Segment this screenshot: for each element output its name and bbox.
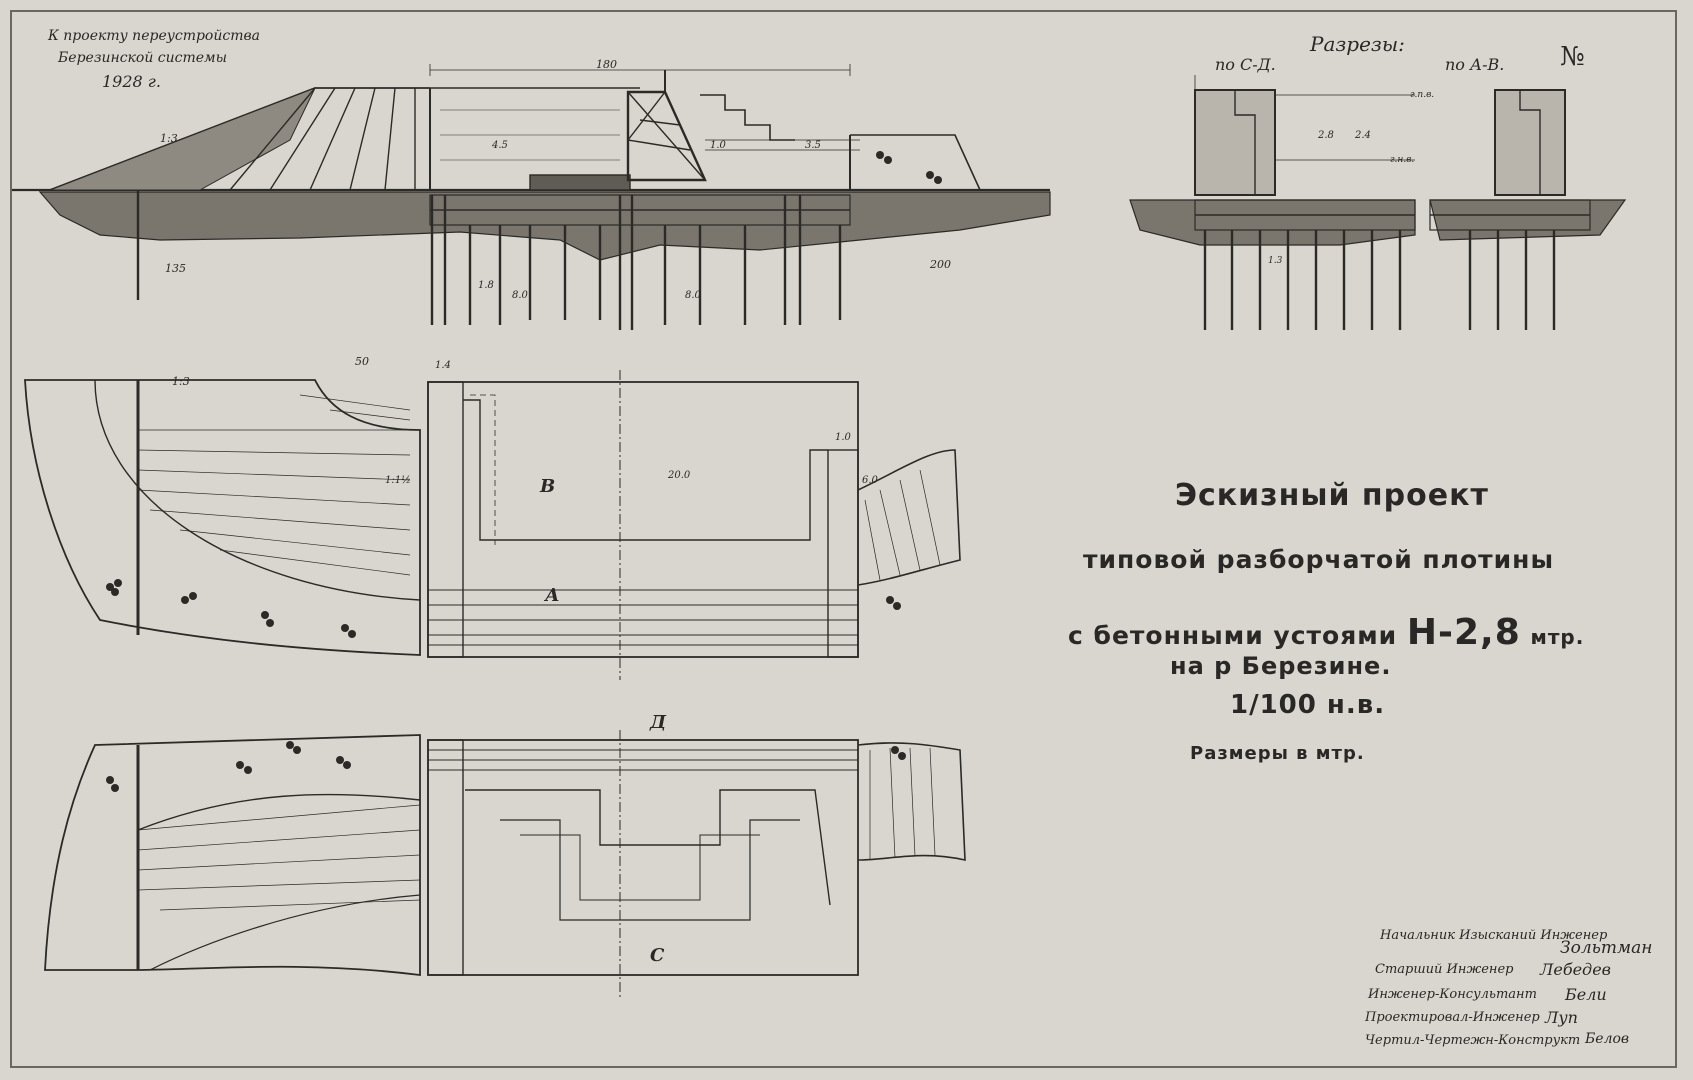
sheet-number-label: № — [1560, 42, 1585, 72]
dim-d14: 1.4 — [435, 360, 451, 371]
signature-role-1: Начальник Изысканий Инженер — [1380, 928, 1608, 943]
signature-name-3: Бели — [1565, 985, 1607, 1004]
dim-d60: 6.0 — [862, 475, 878, 486]
dim-top-length: 180 — [596, 58, 617, 71]
dim-d50: 50 — [355, 355, 369, 368]
signature-role-4: Проектировал-Инженер — [1365, 1010, 1540, 1025]
signature-name-1: Зольтман — [1560, 938, 1653, 958]
dim-d80-left: 8.0 — [512, 290, 528, 301]
signature-role-3: Инженер-Консультант — [1368, 987, 1537, 1002]
title-line3: с бетонными устоями Н-2,8 мтр. — [1068, 612, 1584, 653]
title-line2: типовой разборчатой плотины — [1083, 545, 1555, 574]
dim-d80-right: 8.0 — [685, 290, 701, 301]
dim-d35: 3.5 — [805, 140, 821, 151]
corner-note-year: 1928 г. — [102, 72, 161, 91]
title-scale: 1/100 н.в. — [1230, 690, 1386, 720]
plan-view-upper — [24, 370, 961, 680]
section-mark-b: В — [540, 476, 556, 497]
dim-left-span: 135 — [165, 262, 186, 275]
dim-d13: 1.3 — [1268, 256, 1283, 266]
signature-name-4: Луп — [1545, 1008, 1578, 1027]
section-ab-label: по А-В. — [1445, 55, 1505, 74]
signature-name-2: Лебедев — [1540, 960, 1611, 979]
longitudinal-section — [12, 64, 1051, 330]
dim-d28: 2.8 — [1318, 130, 1334, 141]
dim-slope-plan-right: 1:1½ — [385, 475, 411, 486]
title-units: Размеры в мтр. — [1190, 743, 1365, 764]
label-gnv: г.н.в. — [1390, 155, 1415, 165]
dim-pile-spacing: 1.8 — [478, 280, 494, 291]
dim-d200: 20.0 — [668, 470, 691, 481]
plan-view-lower — [44, 730, 966, 1000]
dim-h45: 4.5 — [492, 140, 508, 151]
sections-title: Разрезы: — [1310, 32, 1405, 56]
sheet-border — [10, 10, 1677, 1068]
signature-role-5: Чертил-Чертежн-Конструкт — [1365, 1033, 1581, 1048]
title-height-value: Н-2,8 — [1406, 612, 1521, 653]
signature-role-2: Старший Инженер — [1375, 962, 1514, 977]
dim-slope-top: 1:3 — [160, 132, 178, 145]
title-height-unit: мтр. — [1530, 625, 1585, 649]
signature-name-5: Белов — [1585, 1031, 1630, 1047]
dim-d10b: 1.0 — [835, 432, 851, 443]
section-mark-d: Д — [650, 712, 667, 733]
dim-slope-plan: 1:3 — [172, 375, 190, 388]
title-line3-prefix: с бетонными устоями — [1068, 621, 1398, 650]
dim-d10: 1.0 — [710, 140, 726, 151]
dim-d24: 2.4 — [1355, 130, 1371, 141]
title-line1: Эскизный проект — [1175, 478, 1489, 513]
section-mark-c: С — [650, 945, 665, 966]
section-cd-label: по С-Д. — [1215, 55, 1276, 74]
corner-note-line1: К проекту переустройства — [48, 28, 260, 44]
label-gpv: г.п.в. — [1410, 90, 1435, 100]
riprap-symbols — [106, 151, 942, 792]
cross-sections — [1129, 75, 1627, 330]
section-mark-a: А — [545, 585, 560, 606]
dim-right-span: 200 — [930, 258, 951, 271]
title-line4: на р Березине. — [1170, 652, 1392, 680]
corner-note-line2: Березинской системы — [58, 50, 228, 66]
